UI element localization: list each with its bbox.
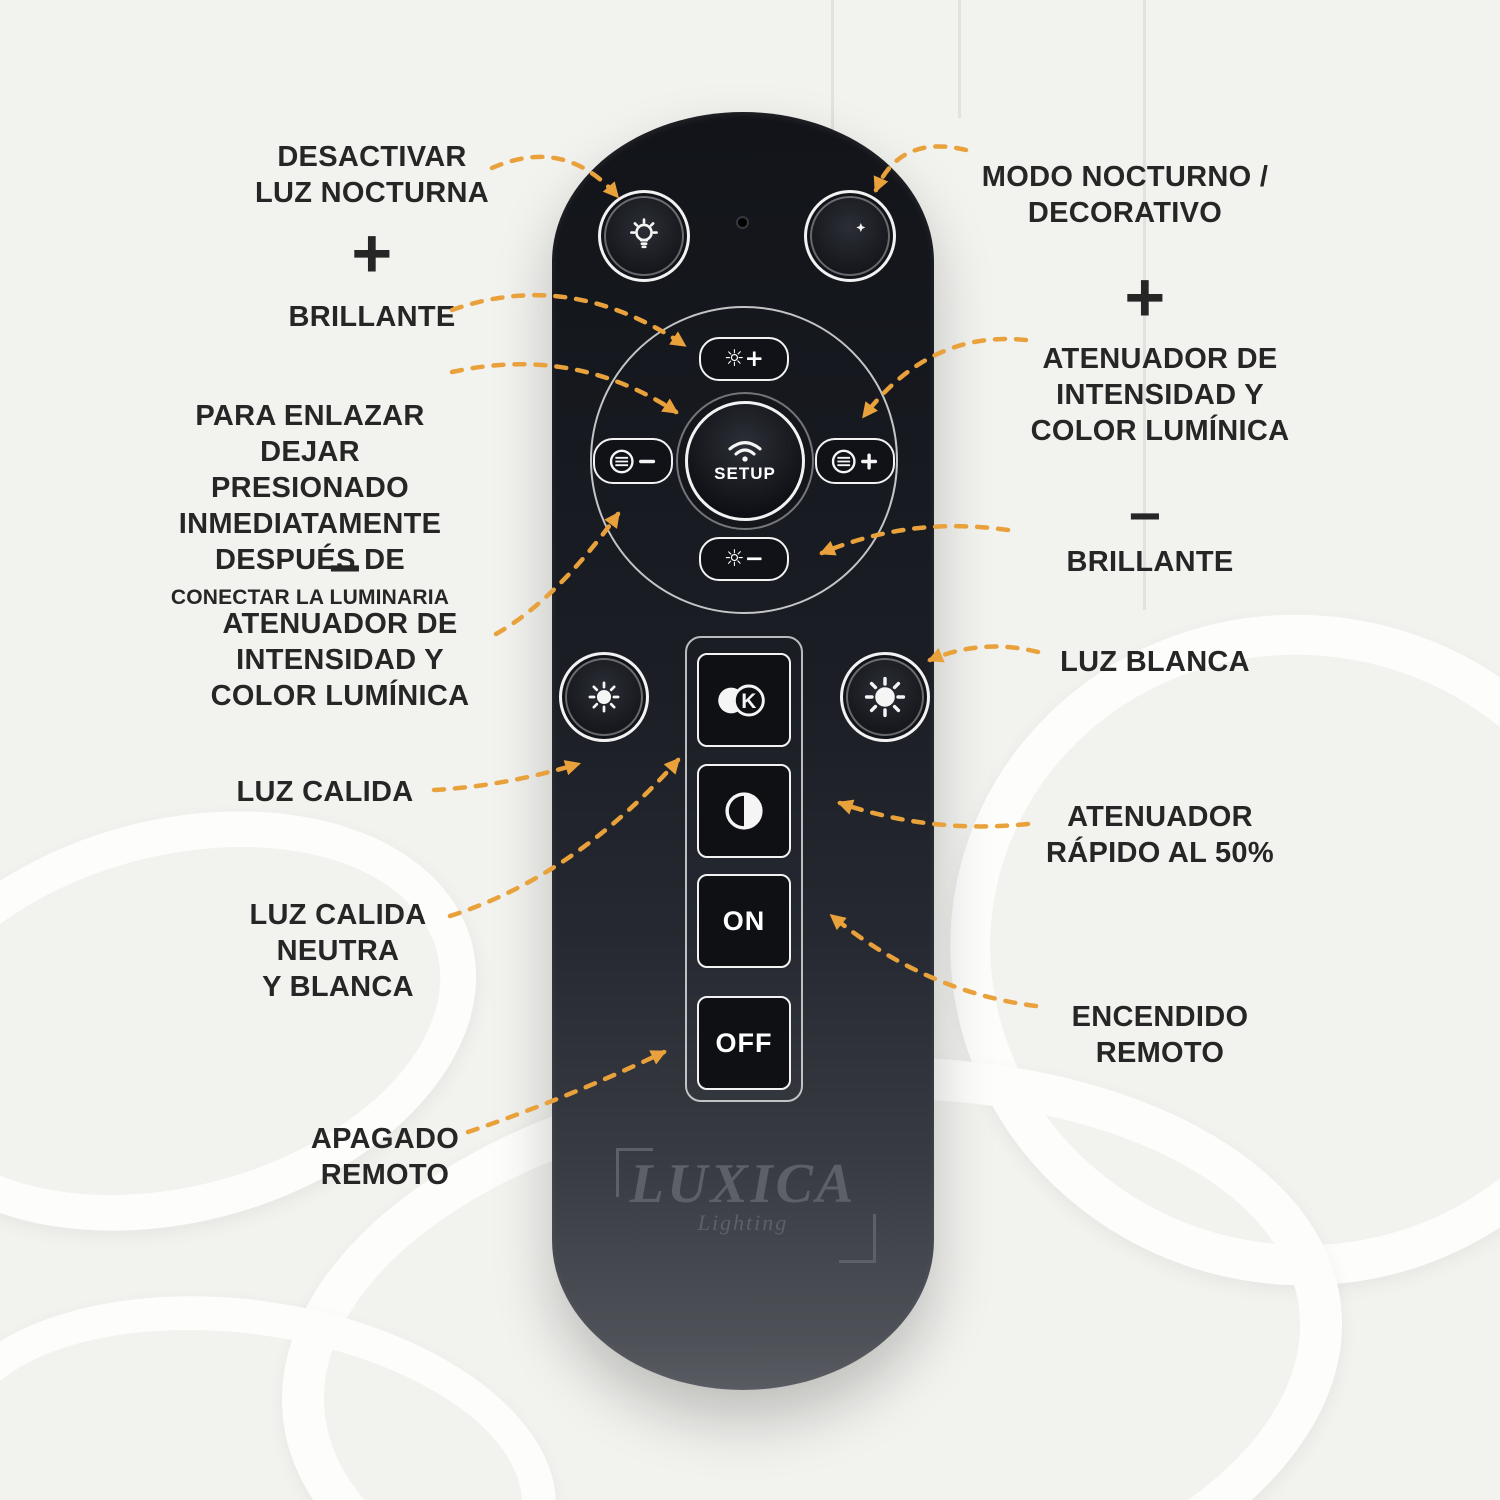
- annotation-luz-calida-neutra-blanca: LUZ CALIDA NEUTRA Y BLANCA: [249, 899, 427, 1003]
- brightness-down-button[interactable]: ☼−: [699, 537, 789, 581]
- annotation-atenuador-left: ATENUADOR DE INTENSIDAD Y COLOR LUMÍNICA: [210, 608, 470, 712]
- annotation-brillante-left: BRILLANTE: [288, 301, 456, 333]
- half-contrast-icon: [721, 788, 767, 834]
- power-on-button[interactable]: ON: [697, 874, 791, 968]
- annotation-brillante-right: BRILLANTE: [1066, 546, 1234, 578]
- color-temp-plus-icon: [828, 446, 882, 477]
- annotation-encendido-remoto: ENCENDIDO REMOTO: [1071, 1001, 1249, 1069]
- sun-plus-icon: ☼+: [724, 345, 764, 372]
- color-temp-minus-icon: [606, 446, 660, 477]
- night-mode-button[interactable]: [804, 190, 896, 282]
- annotation-para-enlazar: PARA ENLAZAR DEJAR PRESIONADO INMEDIATAM…: [160, 363, 460, 647]
- annotation-atenuador-rapido: ATENUADOR RÁPIDO AL 50%: [1046, 801, 1274, 869]
- moon-star-icon: [830, 216, 870, 256]
- brand-name: LUXICA: [629, 1153, 857, 1215]
- annotation-para-enlazar-subtext: CONECTAR LA LUMINARIA: [170, 585, 450, 609]
- brand-tagline: Lighting: [697, 1210, 789, 1235]
- setup-button[interactable]: SETUP: [685, 401, 805, 521]
- brightness-up-button[interactable]: ☼+: [699, 337, 789, 381]
- light-bulb-icon: [623, 215, 665, 257]
- night-light-off-button[interactable]: [598, 190, 690, 282]
- remote-control: ☼+ SETUP: [552, 112, 934, 1390]
- annotation-luz-calida: LUZ CALIDA: [236, 776, 414, 808]
- annotation-minus-right: −: [1128, 484, 1162, 547]
- power-off-label: OFF: [715, 1027, 773, 1058]
- logo-frame-left: [616, 1148, 653, 1197]
- color-temp-down-button[interactable]: [593, 438, 673, 484]
- annotation-luz-blanca: LUZ BLANCA: [1060, 646, 1250, 678]
- logo-frame-right: [839, 1214, 876, 1263]
- brand-logo: LUXICA Lighting: [552, 1148, 934, 1263]
- center-button-column-outline: [685, 636, 803, 1102]
- annotation-para-enlazar-text: PARA ENLAZAR DEJAR PRESIONADO INMEDIATAM…: [178, 399, 442, 576]
- white-light-button[interactable]: [840, 652, 930, 742]
- power-on-label: ON: [722, 905, 766, 936]
- suspension-cable: [958, 0, 961, 118]
- sun-large-icon: [862, 674, 908, 720]
- annotation-plus-left: +: [351, 214, 393, 292]
- power-off-button[interactable]: OFF: [697, 996, 791, 1090]
- kelvin-button-label: K: [741, 689, 756, 712]
- wifi-icon: [725, 438, 765, 463]
- sun-minus-icon: ☼−: [724, 545, 764, 572]
- annotation-modo-nocturno: MODO NOCTURNO / DECORATIVO: [981, 161, 1269, 229]
- ir-indicator-dot: [738, 218, 747, 227]
- setup-button-label: SETUP: [714, 464, 776, 483]
- kelvin-button[interactable]: K: [697, 653, 791, 747]
- suspension-cable: [1143, 0, 1146, 610]
- suspension-cable: [831, 0, 834, 150]
- sun-small-icon: [586, 679, 622, 715]
- center-cluster-ring: [590, 306, 898, 614]
- annotation-plus-right: +: [1124, 258, 1166, 336]
- kelvin-circle-icon: K: [715, 681, 773, 720]
- annotation-desactivar-luz-nocturna: DESACTIVAR LUZ NOCTURNA: [255, 141, 489, 209]
- annotation-atenuador-right: ATENUADOR DE INTENSIDAD Y COLOR LUMÍNICA: [1030, 343, 1290, 447]
- warm-light-button[interactable]: [559, 652, 649, 742]
- dim-50-button[interactable]: [697, 764, 791, 858]
- annotation-apagado-remoto: APAGADO REMOTO: [310, 1123, 460, 1191]
- color-temp-up-button[interactable]: [815, 438, 895, 484]
- annotation-minus-left: −: [328, 536, 362, 599]
